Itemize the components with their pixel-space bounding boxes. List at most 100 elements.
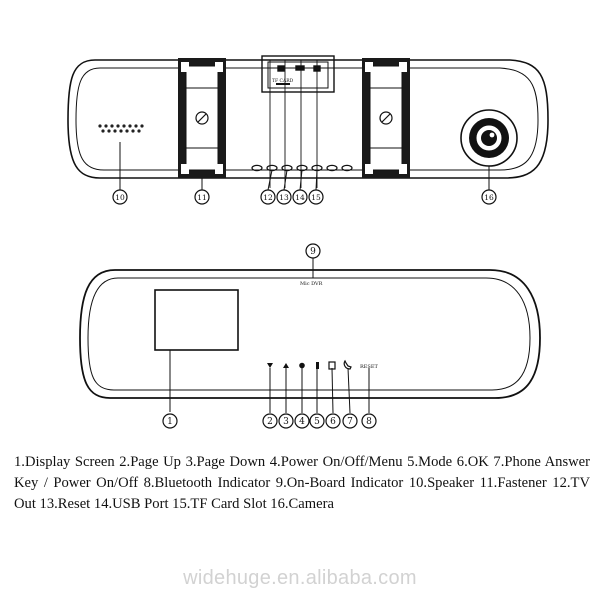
callout-circle-12 (260, 189, 276, 205)
legend-name: Power On/Off/Menu (280, 454, 403, 470)
callout-number-14: 14 (295, 193, 305, 202)
legend-item-6: 6.OK (456, 454, 489, 470)
legend-item-3: 3.Page Down (185, 454, 266, 470)
legend-name: Reset (57, 496, 91, 512)
callout-number-6: 6 (330, 417, 336, 427)
legend-item-8: 8.Bluetooth Indicator (143, 475, 271, 491)
legend-number: 15 (172, 496, 187, 512)
legend-name: Camera (288, 496, 334, 512)
rear-view (67, 59, 549, 179)
callout-circle-14 (292, 189, 308, 205)
legend-name: TV Out (14, 475, 590, 512)
legend-item-7: 7.Phone Answer Key / Power On/Off (14, 454, 591, 491)
mirror-dvr-diagram: TF CARD Mic DVR (67, 55, 549, 429)
legend-name: Speaker (427, 475, 475, 491)
camera-lens (460, 109, 518, 167)
legend-item-10: 10.Speaker (408, 475, 475, 491)
front-body-outline (79, 269, 541, 399)
callout-number-9: 9 (310, 247, 316, 257)
callout-number-3: 3 (283, 417, 289, 427)
callout-number-1: 1 (167, 417, 173, 427)
legend-item-12: 12.TV Out (14, 475, 590, 512)
callout-number-7: 7 (347, 417, 353, 427)
left-fastener (178, 58, 226, 178)
reset-label: RESET (360, 364, 378, 370)
display-screen (154, 289, 239, 351)
mic-dvr-label: Mic DVR (300, 281, 323, 287)
legend-number: 4 (269, 454, 278, 470)
callout-circle-4 (294, 413, 310, 429)
callout-number-10: 10 (115, 193, 125, 202)
callout-circle-6 (325, 413, 341, 429)
watermark: widehuge.en.alibaba.com (183, 567, 417, 589)
callout-circle-1 (162, 413, 178, 429)
legend-name: Mode (418, 454, 453, 470)
parts-legend: 1.Display Screen 2.Page Up 3.Page Down 4… (14, 452, 590, 515)
callout-circle-11 (194, 189, 210, 205)
front-body-inner (87, 277, 531, 391)
legend-item-15: 15.TF Card Slot (172, 496, 267, 512)
callout-number-13: 13 (279, 193, 289, 202)
callout-number-4: 4 (299, 417, 305, 427)
legend-name: On-Board Indicator (286, 475, 404, 491)
callout-number-11: 11 (197, 193, 207, 202)
legend-number: 6 (456, 454, 465, 470)
legend-number: 10 (408, 475, 424, 491)
rear-body-inner (75, 67, 539, 171)
legend-number: 7 (493, 454, 501, 470)
legend-name: USB Port (112, 496, 169, 512)
callout-number-8: 8 (366, 417, 372, 427)
callout-circle-9 (305, 243, 321, 259)
callout-circle-3 (278, 413, 294, 429)
legend-number: 16 (270, 496, 285, 512)
legend-item-2: 2.Page Up (119, 454, 181, 470)
rear-body-outline (67, 59, 549, 179)
callout-number-15: 15 (311, 193, 321, 202)
callout-circle-5 (309, 413, 325, 429)
top-port-bay (261, 55, 335, 93)
rear-leader-lines (119, 60, 490, 191)
legend-number: 5 (407, 454, 415, 470)
legend-name: TF Card Slot (190, 496, 267, 512)
callout-circle-2 (262, 413, 278, 429)
legend-name: Page Down (196, 454, 266, 470)
legend-number: 13 (39, 496, 55, 512)
callout-number-12: 12 (263, 193, 273, 202)
legend-number: 8 (143, 475, 151, 491)
callout-number-5: 5 (314, 417, 320, 427)
front-view (79, 269, 541, 399)
legend-item-4: 4.Power On/Off/Menu (269, 454, 403, 470)
legend-number: 2 (119, 454, 127, 470)
right-fastener (362, 58, 410, 178)
legend-item-11: 11.Fastener (479, 475, 547, 491)
legend-name: Bluetooth Indicator (154, 475, 271, 491)
callout-circle-10 (112, 189, 128, 205)
legend-number: 3 (185, 454, 193, 470)
legend-number: 12 (552, 475, 567, 491)
legend-name: Page Up (130, 454, 181, 470)
legend-number: 14 (93, 496, 109, 512)
legend-name: Phone Answer Key / Power On/Off (14, 454, 591, 491)
callout-number-2: 2 (267, 417, 273, 427)
callout-circle-8 (361, 413, 377, 429)
front-leader-lines (169, 258, 370, 414)
legend-item-9: 9.On-Board Indicator (275, 475, 404, 491)
legend-name: Display Screen (24, 454, 115, 470)
legend-item-14: 14.USB Port (93, 496, 169, 512)
legend-number: 1 (14, 454, 22, 470)
callout-circle-7 (342, 413, 358, 429)
legend-item-5: 5.Mode (407, 454, 453, 470)
legend-number: 9 (275, 475, 284, 491)
legend-item-16: 16.Camera (270, 496, 334, 512)
callout-circle-15 (308, 189, 324, 205)
front-buttons (267, 359, 352, 370)
legend-name: OK (467, 454, 489, 470)
callout-circle-13 (276, 189, 292, 205)
legend-item-1: 1.Display Screen (14, 454, 115, 470)
legend-item-13: 13.Reset (39, 496, 91, 512)
speaker-grille (98, 124, 144, 133)
callout-circle-16 (481, 189, 497, 205)
legend-number: 11 (479, 475, 494, 491)
